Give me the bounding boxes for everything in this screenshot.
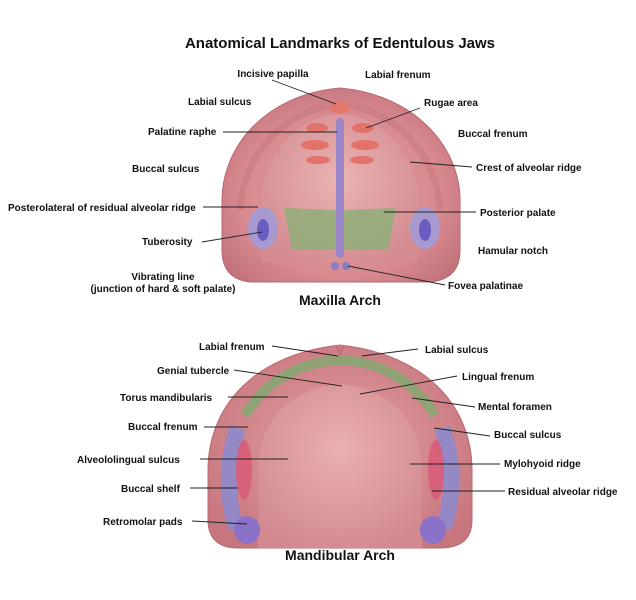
incisive-papilla-mark	[330, 102, 350, 114]
ruga	[306, 156, 330, 164]
retromolar-pad-right	[420, 516, 446, 544]
label-man-labial-frenum: Labial frenum	[199, 342, 265, 353]
label-palatine-raphe: Palatine raphe	[148, 127, 217, 138]
label-man-labial-sulcus: Labial sulcus	[425, 345, 489, 356]
label-alveololingual-sulcus: Alveololingual sulcus	[77, 455, 180, 466]
label-incisive-papilla: Incisive papilla	[237, 69, 309, 80]
label-residual-alveolar-ridge: Residual alveolar ridge	[508, 487, 618, 498]
label-man-buccal-frenum: Buccal frenum	[128, 422, 198, 433]
leader-tuberosity	[201, 231, 263, 243]
leader-lingual-frenum	[359, 375, 458, 395]
label-posterior-palate: Posterior palate	[480, 208, 556, 219]
posterior-palate-left	[284, 208, 336, 250]
label-fovea-palatinae: Fovea palatinae	[448, 281, 523, 292]
mylohyoid-ridge-left	[236, 440, 252, 500]
label-crest-alveolar-ridge: Crest of alveolar ridge	[476, 163, 582, 174]
maxilla-caption: Maxilla Arch	[299, 292, 381, 308]
leader-crest	[409, 161, 473, 168]
leader-fovea	[347, 265, 446, 286]
leader-mental-foramen	[411, 397, 476, 408]
label-buccal-frenum: Buccal frenum	[458, 129, 528, 140]
leader-rugae	[365, 107, 421, 129]
label-man-buccal-sulcus: Buccal sulcus	[494, 430, 562, 441]
mandibular-arch: Labial frenum Labial sulcus Genial tuber…	[77, 342, 618, 563]
label-buccal-shelf: Buccal shelf	[121, 484, 181, 495]
mandible-inner-floor	[258, 384, 422, 548]
ruga	[306, 123, 328, 133]
tuberosity-left-core	[257, 219, 269, 241]
lingual-band	[240, 354, 440, 418]
buccal-band-left	[220, 425, 246, 531]
label-buccal-sulcus: Buccal sulcus	[132, 164, 200, 175]
rugae-marks	[301, 123, 379, 164]
label-retromolar-pads: Retromolar pads	[103, 517, 183, 528]
ruga	[351, 140, 379, 150]
posterior-palate-right	[344, 208, 396, 250]
leader-man-labial-sulcus	[361, 348, 419, 357]
fovea-palatinae-right	[342, 262, 350, 270]
leader-incisive-papilla	[271, 79, 337, 105]
palatine-raphe-mark	[336, 118, 344, 258]
label-torus-mandibularis: Torus mandibularis	[120, 393, 212, 404]
label-rugae-area: Rugae area	[424, 98, 478, 109]
label-labial-sulcus: Labial sulcus	[188, 97, 252, 108]
label-labial-frenum: Labial frenum	[365, 70, 431, 81]
label-genial-tubercle: Genial tubercle	[157, 366, 230, 377]
label-mylohyoid-ridge: Mylohyoid ridge	[504, 459, 581, 470]
ruga	[301, 140, 329, 150]
label-mental-foramen: Mental foramen	[478, 402, 552, 413]
leader-genial-tubercle	[233, 369, 343, 387]
leader-man-labial-frenum	[271, 345, 339, 357]
maxilla-arch: Incisive papilla Labial frenum Labial su…	[8, 69, 582, 308]
tuberosity-right-core	[419, 219, 431, 241]
label-vibrating-line: Vibrating line	[131, 272, 195, 283]
labial-frenum-notch	[335, 344, 345, 358]
fovea-palatinae-left	[331, 262, 339, 270]
ruga	[352, 123, 374, 133]
leader-man-buccal-sulcus	[433, 427, 491, 437]
retromolar-pad-left	[234, 516, 260, 544]
label-posterolateral-ridge: Posterolateral of residual alveolar ridg…	[8, 203, 196, 214]
mandible-caption: Mandibular Arch	[285, 547, 395, 563]
diagram-title: Anatomical Landmarks of Edentulous Jaws	[185, 35, 495, 52]
buccal-band-right	[434, 425, 460, 531]
label-vibrating-line-note: (junction of hard & soft palate)	[91, 284, 236, 295]
mylohyoid-ridge-right	[428, 440, 444, 500]
ruga	[350, 156, 374, 164]
label-tuberosity: Tuberosity	[142, 237, 193, 248]
leader-retromolar	[191, 520, 248, 525]
label-hamular-notch: Hamular notch	[478, 246, 548, 257]
label-lingual-frenum: Lingual frenum	[462, 372, 534, 383]
